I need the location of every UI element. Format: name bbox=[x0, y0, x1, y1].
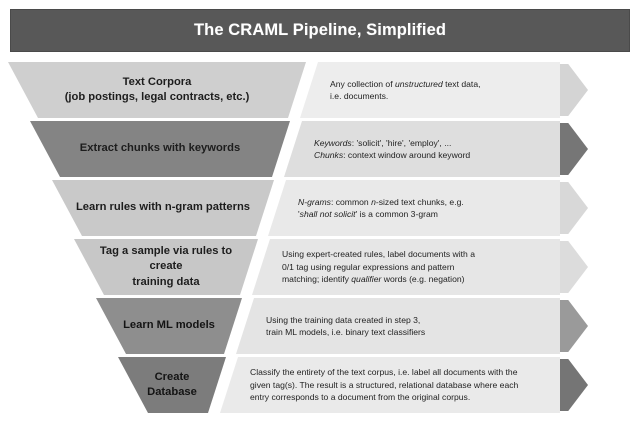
pipeline-step-row: Learn rules with n-gram patterns N-grams:… bbox=[0, 180, 640, 236]
description-shape bbox=[252, 239, 560, 295]
funnel-stage-label: Learn rules with n-gram patterns bbox=[75, 201, 251, 214]
funnel-stage-0[interactable]: Text Corpora(job postings, legal contrac… bbox=[8, 62, 306, 118]
step-description-panel-5: Classify the entirety of the text corpus… bbox=[220, 357, 560, 413]
funnel-shape bbox=[8, 62, 306, 118]
description-shape bbox=[268, 180, 560, 236]
step-description-panel-4: Using the training data created in step … bbox=[236, 298, 560, 354]
step-description-text: Any collection of unstructured text data… bbox=[330, 78, 481, 101]
step-description-text: Classify the entirety of the text corpus… bbox=[250, 367, 519, 403]
pipeline-step-row: Text Corpora(job postings, legal contrac… bbox=[0, 62, 640, 118]
step-description-panel-0: Any collection of unstructured text data… bbox=[300, 62, 560, 118]
funnel-shape bbox=[52, 180, 274, 236]
step-description-panel-3: Using expert-created rules, label docume… bbox=[252, 239, 560, 295]
figure-title: The CRAML Pipeline, Simplified bbox=[193, 21, 447, 39]
funnel-shape bbox=[96, 298, 242, 354]
step-description-text: Using the training data created in step … bbox=[266, 314, 426, 337]
funnel-shape bbox=[30, 121, 290, 177]
step-description-panel-1: Keywords: 'solicit', 'hire', 'employ', .… bbox=[284, 121, 560, 177]
funnel-stage-label: Extract chunks with keywords bbox=[79, 142, 241, 155]
pipeline-step-row: Extract chunks with keywords Keywords: 's… bbox=[0, 121, 640, 177]
description-shape bbox=[300, 62, 560, 118]
step-description-text: N-grams: common n-sized text chunks, e.g… bbox=[298, 196, 464, 219]
funnel-stage-label: Text Corpora(job postings, legal contrac… bbox=[64, 75, 250, 103]
step-description-text: Using expert-created rules, label docume… bbox=[282, 249, 475, 285]
figure-title-bar: The CRAML Pipeline, Simplified bbox=[10, 9, 630, 52]
funnel-stage-1[interactable]: Extract chunks with keywords bbox=[30, 121, 290, 177]
funnel-shape bbox=[74, 239, 258, 295]
funnel-stage-4[interactable]: Learn ML models bbox=[96, 298, 242, 354]
funnel-stage-2[interactable]: Learn rules with n-gram patterns bbox=[52, 180, 274, 236]
step-description-panel-2: N-grams: common n-sized text chunks, e.g… bbox=[268, 180, 560, 236]
funnel-stage-label: Learn ML models bbox=[123, 319, 215, 332]
description-shape bbox=[220, 357, 560, 413]
description-shape bbox=[236, 298, 560, 354]
pipeline-step-row: Learn ML models Using the training data c… bbox=[0, 298, 640, 354]
funnel-shape bbox=[118, 357, 226, 413]
description-shape bbox=[284, 121, 560, 177]
step-description-text: Keywords: 'solicit', 'hire', 'employ', .… bbox=[314, 137, 471, 160]
